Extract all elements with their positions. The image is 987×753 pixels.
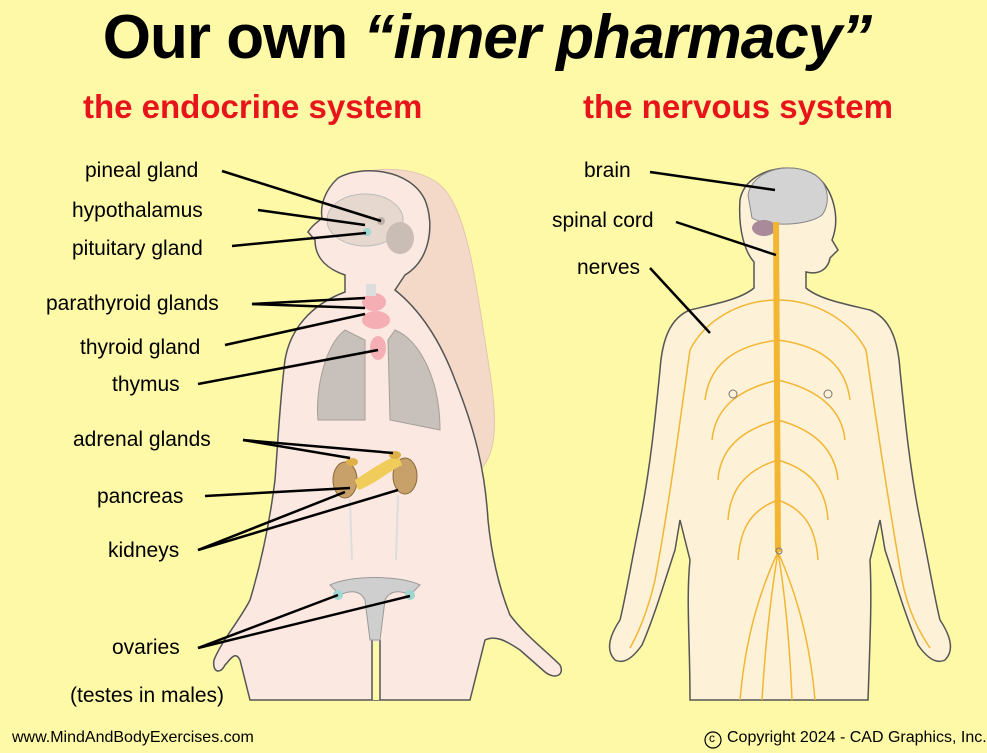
label-spinal-cord: spinal cord [552, 209, 654, 232]
pancreas-shape [355, 455, 402, 490]
label-parathyroid-glands: parathyroid glands [46, 292, 219, 315]
ovary-pointer-1 [197, 593, 339, 650]
cerebellum-male [752, 220, 776, 236]
label-thyroid-gland: thyroid gland [80, 336, 201, 359]
leg-gap [371, 640, 381, 700]
adrenal-pointer-1 [242, 438, 351, 460]
nerve-network [629, 299, 931, 701]
kidney-pointer-2 [197, 488, 399, 552]
thyroid-pointer [224, 312, 366, 347]
endocrine-section-title: the endocrine system [83, 88, 423, 125]
spinal-cord-pointer [675, 220, 777, 257]
label-testes: (testes in males) [70, 684, 225, 707]
right-kidney [392, 457, 418, 495]
pancreas-pointer [204, 486, 351, 498]
adrenal-pointer-2 [242, 438, 394, 455]
right-nipple [823, 389, 833, 399]
title-prefix: Our own [102, 3, 364, 72]
label-pituitary-gland: pituitary gland [72, 237, 203, 260]
endocrine-pointer-lines [197, 169, 411, 650]
label-brain: brain [584, 159, 631, 182]
hypothalamus-pointer [257, 208, 366, 227]
thyroid-shape [362, 293, 386, 311]
brain-pointer [649, 170, 776, 192]
footer-copyright: Copyright 2024 - CAD Graphics, Inc. [727, 729, 987, 746]
label-nerves: nerves [577, 256, 641, 279]
nervous-section-title: the nervous system [583, 88, 893, 125]
parathyroid-pointer-1 [251, 296, 366, 306]
label-pineal-gland: pineal gland [85, 159, 199, 182]
left-nipple [728, 389, 738, 399]
male-body-figure [608, 167, 952, 701]
thymus-shape [370, 336, 386, 360]
footer-website: www.MindAndBodyExercises.com [12, 729, 254, 746]
label-hypothalamus: hypothalamus [72, 199, 203, 222]
page-title: Our own “inner pharmacy” [0, 2, 974, 73]
label-thymus: thymus [112, 373, 180, 396]
female-body-figure [212, 168, 562, 701]
female-body-silhouette [212, 170, 562, 701]
label-ovaries: ovaries [112, 636, 180, 659]
copyright-icon [704, 731, 722, 749]
parathyroid-shape [362, 311, 390, 329]
leg-gap-fill [373, 642, 379, 700]
brain-icon [747, 167, 828, 225]
spinal-cord-shape [773, 221, 781, 553]
label-adrenal-glands: adrenal glands [73, 428, 211, 451]
larynx [366, 284, 376, 296]
kidney-pointer-1 [197, 490, 346, 552]
label-kidneys: kidneys [108, 539, 180, 562]
copyright-symbol: c [709, 731, 715, 745]
pituitary-pointer [231, 231, 367, 248]
navel [775, 547, 783, 555]
nervous-pointer-lines [649, 170, 777, 334]
label-pancreas: pancreas [97, 485, 184, 508]
right-ovary [405, 590, 415, 600]
title-emphasis: “inner pharmacy” [363, 3, 872, 72]
left-adrenal [346, 458, 358, 466]
cerebellum [386, 222, 414, 254]
ureters [349, 494, 399, 561]
thymus-pointer [197, 348, 379, 386]
ovary-pointer-2 [197, 594, 411, 650]
uterus-shape [329, 577, 421, 641]
nerves-pointer [649, 267, 711, 334]
parathyroid-pointer-2 [251, 302, 366, 310]
pineal-pointer [221, 169, 382, 223]
